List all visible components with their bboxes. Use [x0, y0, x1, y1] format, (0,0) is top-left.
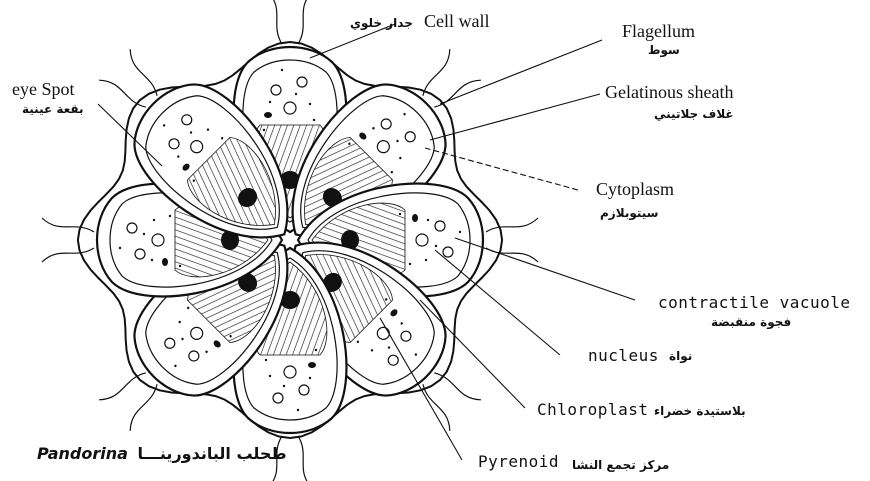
leader-gelatinous-sheath	[430, 94, 600, 140]
cytoplasm-granule	[151, 259, 153, 261]
flagellum	[99, 363, 146, 410]
flagellum	[99, 70, 146, 117]
eye-spot-label-ar: بقعة عينية	[22, 103, 84, 115]
nucleus-label-ar: نواة	[669, 350, 692, 362]
gelatinous-sheath-label-ar: غلاف جلاتيني	[654, 108, 734, 120]
cytoplasm-granule	[309, 103, 311, 105]
cytoplasm-granule	[281, 69, 283, 71]
flagellum	[298, 436, 312, 481]
cytoplasm-granule	[297, 409, 299, 411]
leader-cytoplasm	[425, 148, 578, 190]
cytoplasm-granule	[169, 215, 171, 217]
flagellum	[486, 248, 538, 262]
leader-contractile-vacuole	[455, 238, 635, 300]
eye-spot-label: eye Spot	[12, 80, 75, 98]
gelatinous-sheath-label: Gelatinous sheath	[605, 83, 733, 101]
cytoplasm-granule	[425, 259, 427, 261]
flagellum	[486, 218, 538, 232]
eye-spot	[264, 112, 272, 118]
cytoplasm-granule	[459, 231, 461, 233]
cell-wall-label-ar: جدار خلوي	[350, 17, 413, 29]
title-arabic: طحلب الباندورينـــا	[137, 444, 286, 463]
cytoplasm-granule	[313, 119, 315, 121]
flagellum	[42, 218, 94, 232]
contractile-vacuole-label: contractile vacuole	[658, 295, 851, 311]
cytoplasm-label-ar: سيتوبلازم	[600, 207, 658, 219]
cytoplasm-granule	[269, 375, 271, 377]
nucleus-label: nucleus	[588, 348, 659, 364]
cytoplasm-granule	[295, 93, 297, 95]
cytoplasm-granule	[153, 219, 155, 221]
cytoplasm-granule	[435, 245, 437, 247]
chloroplast-label-ar: بلاستيدة خضراء	[654, 405, 746, 417]
cytoplasm-granule	[309, 377, 311, 379]
cytoplasm-granule	[269, 101, 271, 103]
cytoplasm-label: Cytoplasm	[596, 180, 674, 198]
eye-spot	[412, 214, 418, 222]
cytoplasm-granule	[265, 359, 267, 361]
flagellum-label-ar: سوط	[648, 44, 680, 56]
pyrenoid-label-ar: مركز تجمع النشا	[572, 459, 669, 471]
cytoplasm-granule	[179, 265, 181, 267]
leader-flagellum	[440, 40, 602, 104]
pyrenoid-label: Pyrenoid	[478, 454, 559, 470]
cytoplasm-granule	[119, 247, 121, 249]
flagellum	[298, 0, 312, 44]
eye-spot	[308, 362, 316, 368]
cytoplasm-granule	[263, 129, 265, 131]
contractile-vacuole-label-ar: فجوة منقبضة	[711, 316, 791, 328]
flagellum	[268, 0, 282, 44]
cell-wall-label: Cell wall	[424, 12, 490, 30]
cytoplasm-granule	[283, 385, 285, 387]
cytoplasm-granule	[143, 233, 145, 235]
cytoplasm-granule	[427, 219, 429, 221]
flagellum-label: Flagellum	[622, 22, 695, 40]
cytoplasm-granule	[399, 213, 401, 215]
diagram-title: Pandorina طحلب الباندورينـــا	[37, 446, 287, 462]
title-latin: Pandorina	[37, 444, 128, 463]
flagellum	[434, 363, 481, 410]
eye-spot	[162, 258, 168, 266]
flagellum	[434, 70, 481, 117]
cytoplasm-granule	[409, 263, 411, 265]
cytoplasm-granule	[315, 349, 317, 351]
chloroplast-label: Chloroplast	[537, 402, 648, 418]
flagellum	[42, 248, 94, 262]
